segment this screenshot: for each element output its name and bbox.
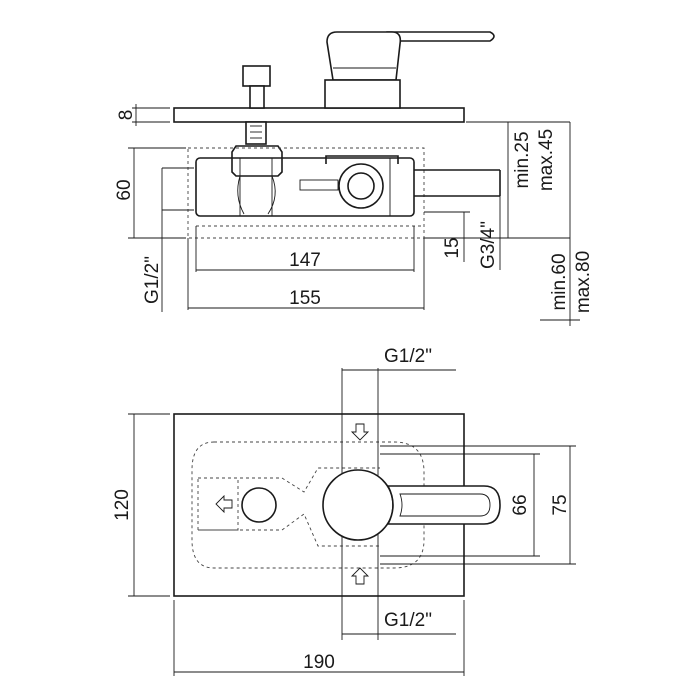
inlet-arrow-bottom — [350, 567, 370, 585]
outlet-port — [338, 163, 384, 209]
dim-inlet-depth: 15 — [442, 237, 463, 258]
dim-plate-thickness: 8 — [116, 110, 137, 121]
dim-depth-min: min.60 — [549, 253, 570, 310]
valve-body-side — [195, 157, 415, 217]
dim-plate-gap-max: max.45 — [536, 129, 557, 191]
dim-outlet-thread: G3/4" — [478, 221, 499, 269]
cartridge-side — [325, 155, 399, 164]
side-view: 8 60 G1/2" 147 155 15 G3/4" min.25 — [114, 31, 594, 326]
dim-handle-height-inner: 66 — [510, 494, 531, 515]
dim-inner-width: 147 — [289, 250, 321, 271]
diverter-knob — [242, 65, 271, 87]
dim-body-height: 60 — [114, 179, 135, 200]
valve-body-hidden — [191, 441, 425, 569]
inlet-arrow-top — [350, 423, 370, 441]
install-box-hidden — [187, 147, 425, 239]
dim-top-thread: G1/2" — [384, 346, 432, 367]
handle-lever-front — [386, 485, 501, 525]
dim-handle-height-outer: 75 — [550, 494, 571, 515]
dim-inlet-thread-side: G1/2" — [142, 256, 163, 304]
handle-stem-side — [324, 79, 401, 109]
hex-nut — [231, 145, 283, 177]
outlet-arrow-left — [215, 494, 233, 514]
dim-plate-height: 120 — [112, 489, 133, 521]
handle-body-side — [326, 31, 402, 81]
dim-plate-gap-min: min.25 — [512, 131, 533, 188]
dim-plate-width: 190 — [303, 652, 335, 673]
handle-hub-front — [322, 469, 394, 541]
cover-plate-side — [173, 107, 465, 123]
dim-bottom-thread: G1/2" — [384, 610, 432, 631]
dim-depth-max: max.80 — [573, 251, 594, 313]
front-view: G1/2" G1/2" 120 190 66 75 — [112, 346, 576, 676]
diverter-knob-front — [241, 487, 277, 523]
handle-lever-side — [386, 31, 495, 42]
dim-outer-width: 155 — [289, 288, 321, 309]
